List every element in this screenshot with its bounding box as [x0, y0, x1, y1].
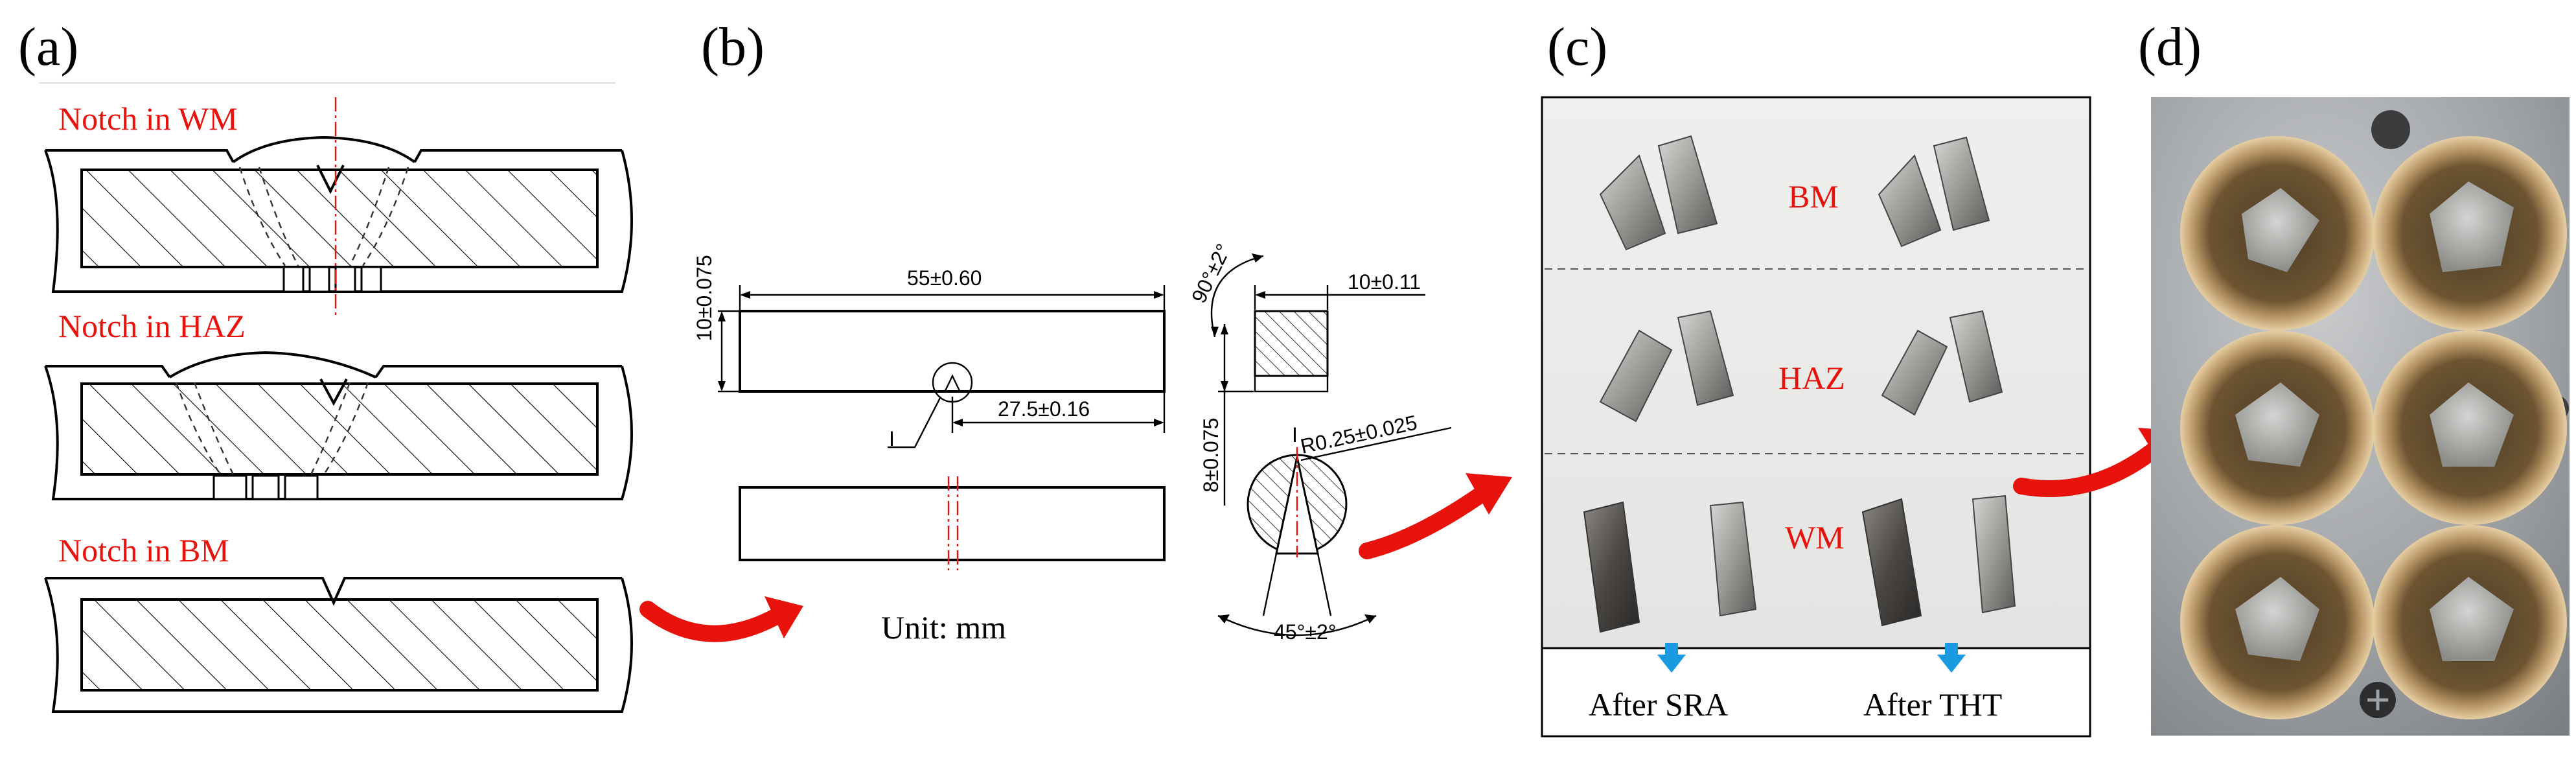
cross-section — [1254, 310, 1329, 377]
arrow-c-to-d — [2013, 439, 2166, 497]
dim-length: 55±0.60 — [907, 266, 982, 290]
fixture-cup — [2373, 525, 2567, 719]
col-label-after-tht: After THT — [1863, 686, 2002, 723]
detail-title: I — [1292, 423, 1298, 447]
panel-a: Notch in WM Notch in HAZ — [39, 82, 803, 713]
angle-45: 45°±2° — [1274, 620, 1337, 644]
row-haz: HAZ — [1599, 310, 2003, 423]
down-arrow-tht — [1937, 643, 1966, 673]
panel-c: BM HAZ WM After SRA After THT — [1541, 96, 2187, 738]
dim-height: 10±0.075 — [693, 255, 716, 341]
notch-wm-label: Notch in WM — [58, 100, 238, 137]
arrow-b-to-c — [1359, 484, 1492, 559]
panel-label-d: (d) — [2138, 17, 2202, 77]
fixture-cup — [2180, 136, 2375, 331]
arrow-a-to-b — [639, 601, 786, 642]
specimen-notch-haz: Notch in HAZ — [44, 308, 633, 500]
dim-half-length: 27.5±0.16 — [998, 397, 1090, 421]
fixture-cup — [2180, 331, 2375, 525]
col-label-after-sra: After SRA — [1589, 686, 1728, 723]
dim-notch-depth: 8±0.075 — [1199, 418, 1223, 493]
down-arrow-sra — [1657, 643, 1686, 673]
row-label-bm: BM — [1788, 178, 1839, 215]
fixture-cup — [2373, 331, 2567, 525]
specimen-side-view — [739, 310, 1166, 393]
row-bm: BM — [1599, 135, 1990, 251]
specimen-notch-wm: Notch in WM — [44, 97, 633, 318]
panel-b: 55±0.60 10±0.075 27.5±0.16 I Unit: mm 10… — [693, 240, 1512, 646]
panel-d — [2151, 97, 2570, 736]
row-label-wm: WM — [1785, 519, 1845, 555]
panel-label-b: (b) — [701, 17, 765, 77]
row-wm: WM — [1583, 495, 2016, 633]
base-metal-plate — [80, 598, 599, 692]
detail-marker: I — [889, 427, 895, 450]
fixture-cup — [2180, 525, 2375, 719]
specimen-notch-bm: Notch in BM — [44, 532, 633, 713]
fixture-cup — [2373, 136, 2567, 331]
weld-plate-haz — [80, 382, 599, 476]
unit-label: Unit: mm — [881, 609, 1006, 646]
dim-radius: R0.25±0.025 — [1298, 411, 1420, 458]
row-label-haz: HAZ — [1778, 360, 1845, 396]
panel-label-a: (a) — [18, 17, 78, 77]
notch-haz-label: Notch in HAZ — [58, 308, 246, 344]
specimen-top-view — [739, 486, 1166, 561]
notch-bm-label: Notch in BM — [58, 532, 229, 568]
panel-label-c: (c) — [1547, 17, 1607, 77]
dim-width: 10±0.11 — [1348, 270, 1421, 294]
weld-plate-wm — [80, 169, 599, 268]
